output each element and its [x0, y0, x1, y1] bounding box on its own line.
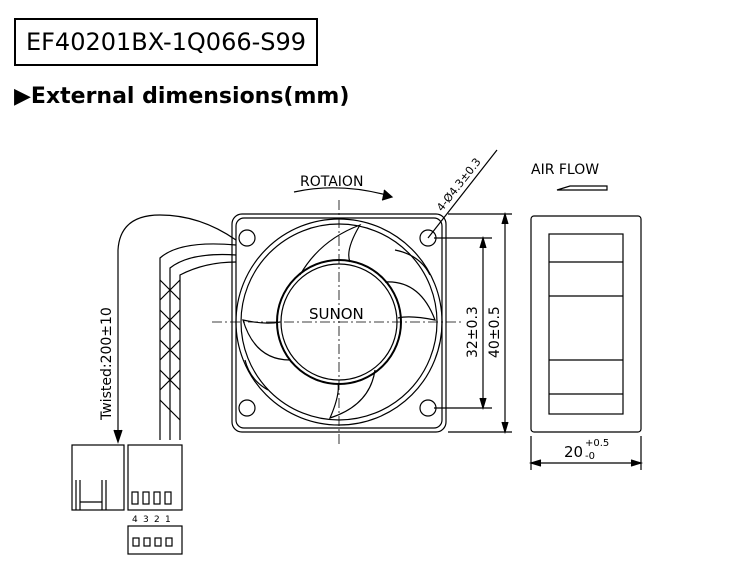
pin-number: 1	[165, 515, 171, 525]
rotation-label: ROTAION	[300, 174, 363, 190]
lead-length-label: Twisted:200±10	[99, 307, 115, 421]
dimension-lines	[434, 211, 644, 470]
hole-dimension: 4-Ø4.3±0.3	[434, 156, 484, 214]
air-flow-label: AIR FLOW	[531, 162, 599, 178]
hole-callout: 4-Ø4.3±0.3	[427, 149, 498, 239]
pin-number: 2	[154, 515, 160, 525]
fan-blades	[242, 223, 436, 419]
hole-pitch-dimension: 32±0.3	[465, 306, 481, 358]
thickness-tolerance-upper: +0.5	[585, 438, 609, 449]
thickness-dimension: 20	[564, 443, 583, 461]
brand-label: SUNON	[309, 305, 364, 323]
pin-numbers: 4 3 2 1	[132, 515, 171, 525]
side-view	[530, 215, 642, 433]
model-number: EF40201BX-1Q066-S99	[14, 18, 318, 66]
section-heading: ▶External dimensions(mm)	[14, 84, 350, 109]
thickness-tolerance-lower: -0	[585, 451, 595, 462]
mounting-holes	[238, 229, 437, 417]
pin-number: 4	[132, 515, 138, 525]
connector	[71, 444, 183, 555]
cable	[113, 214, 237, 444]
pin-number: 3	[143, 515, 149, 525]
frame-size-dimension: 40±0.5	[487, 306, 503, 358]
air-flow-arrow-icon	[556, 185, 608, 191]
front-view	[212, 187, 462, 445]
